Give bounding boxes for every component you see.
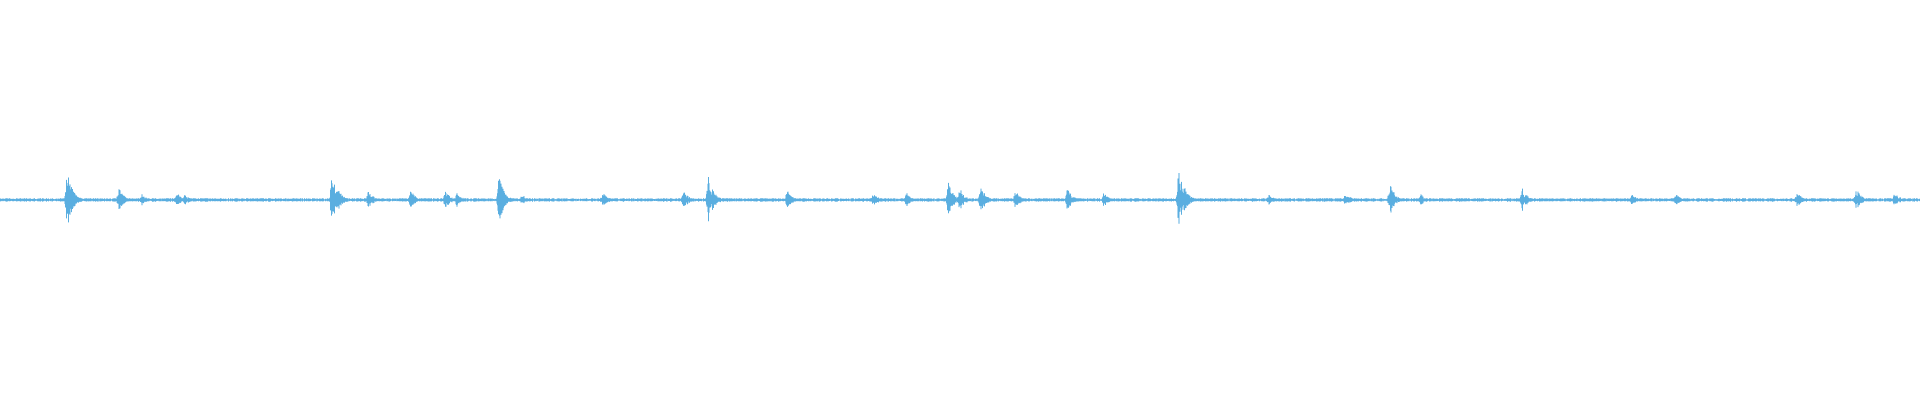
waveform-trace	[0, 173, 1920, 224]
